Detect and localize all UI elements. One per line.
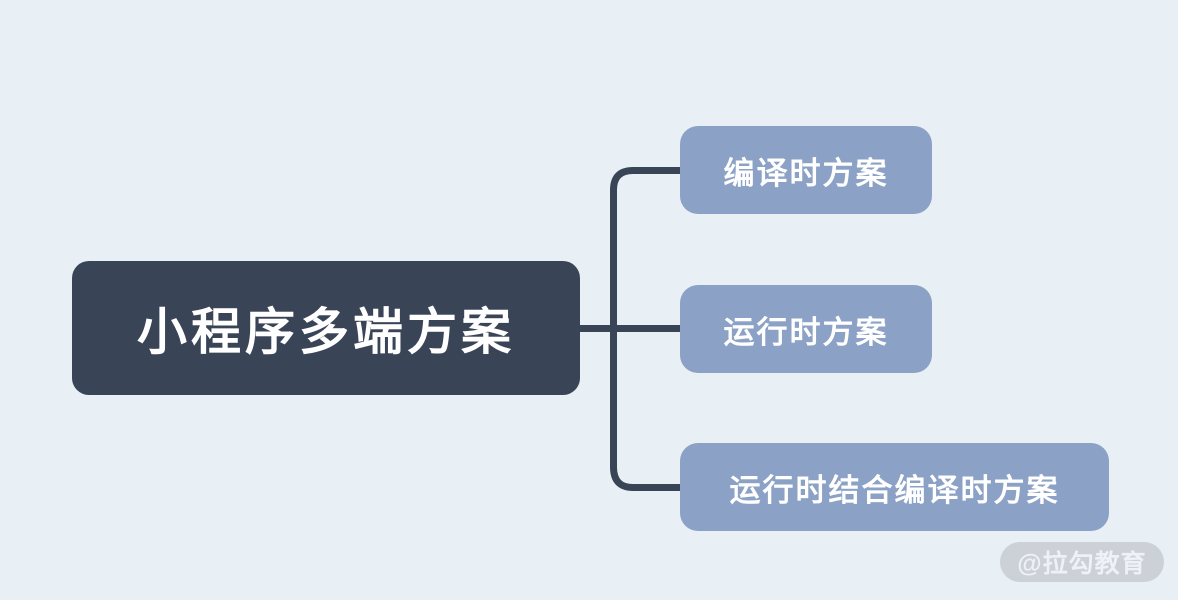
child-node-runtime: 运行时方案: [680, 285, 932, 373]
watermark-badge: @拉勾教育: [1000, 542, 1164, 582]
root-node-label: 小程序多端方案: [137, 304, 515, 360]
child-node-compile-time: 编译时方案: [680, 126, 932, 214]
child-node-label: 编译时方案: [723, 155, 889, 191]
child-node-label: 运行时方案: [723, 314, 889, 350]
child-node-label: 运行时结合编译时方案: [729, 472, 1060, 508]
watermark-label: @拉勾教育: [1017, 550, 1147, 578]
root-node-miniprogram-multiplatform: 小程序多端方案: [72, 261, 580, 395]
child-node-runtime-plus-compile-time: 运行时结合编译时方案: [680, 443, 1109, 531]
